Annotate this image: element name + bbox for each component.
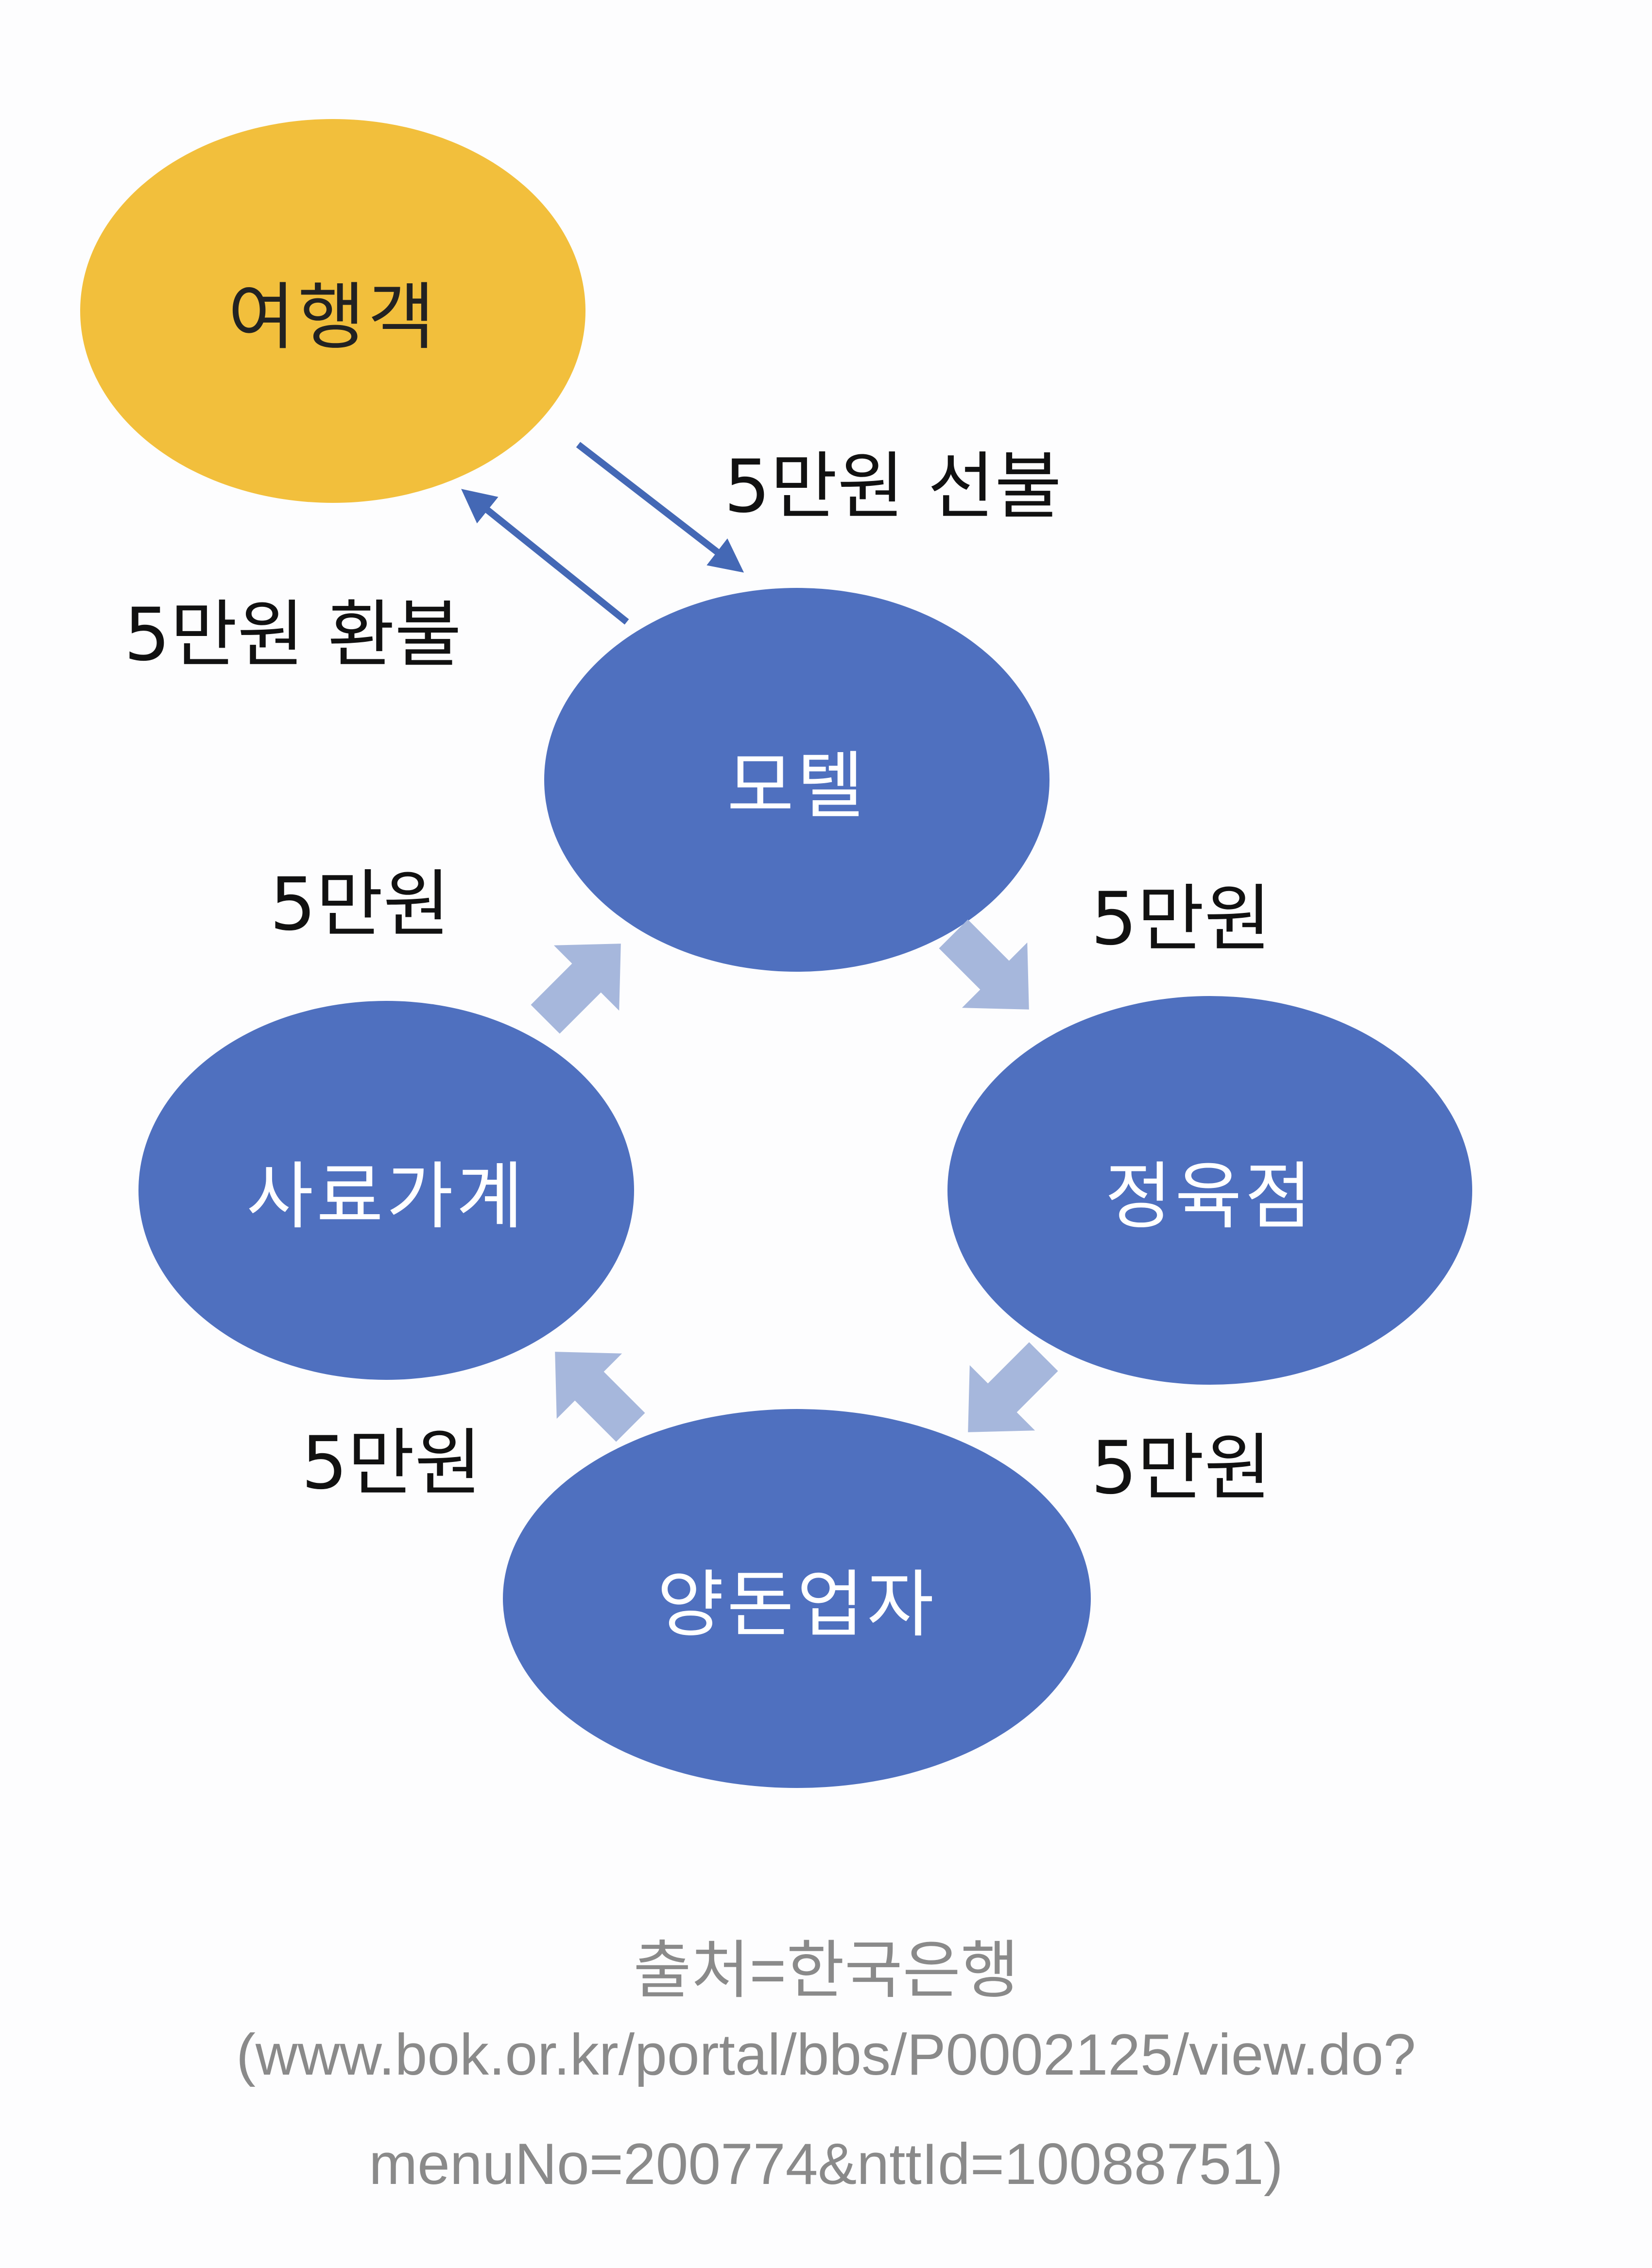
traveler-label: 여행객 — [227, 275, 438, 360]
refund-arrow — [461, 489, 629, 625]
motel-to-butcher-arrow — [939, 919, 1029, 1010]
butcher-to-moneylender-label: 5만원 — [1091, 1426, 1272, 1511]
feedstore-to-motel-arrow — [531, 944, 621, 1034]
prepay-arrow — [576, 442, 744, 573]
butcher-node — [947, 996, 1472, 1385]
moneylender-to-feedstore-label: 5만원 — [301, 1421, 482, 1506]
butcher-label: 정육점 — [1104, 1154, 1315, 1239]
caption-source: 출처=한국은행 — [633, 1935, 1019, 2006]
flow-diagram — [80, 119, 1472, 1788]
caption-url-line-1: (www.bok.or.kr/portal/bbs/P0002125/view.… — [236, 2022, 1416, 2087]
butcher-to-moneylender-arrow — [968, 1342, 1058, 1432]
caption-url-line-2: menuNo=200774&nttId=10088751) — [369, 2131, 1283, 2197]
feedstore-label: 사료가계 — [246, 1154, 527, 1239]
refund-label: 5만원 환불 — [124, 593, 462, 677]
traveler-node — [80, 119, 585, 503]
moneylender-label: 양돈업자 — [656, 1563, 937, 1648]
prepay-label: 5만원 선불 — [724, 445, 1062, 529]
motel-label: 모텔 — [726, 744, 867, 829]
moneylender-node — [503, 1409, 1091, 1788]
motel-node — [544, 588, 1050, 972]
feedstore-to-motel-label: 5만원 — [270, 862, 450, 947]
motel-to-butcher-label: 5만원 — [1091, 877, 1272, 962]
feedstore-node — [138, 1001, 634, 1380]
moneylender-to-feedstore-arrow — [555, 1352, 645, 1442]
